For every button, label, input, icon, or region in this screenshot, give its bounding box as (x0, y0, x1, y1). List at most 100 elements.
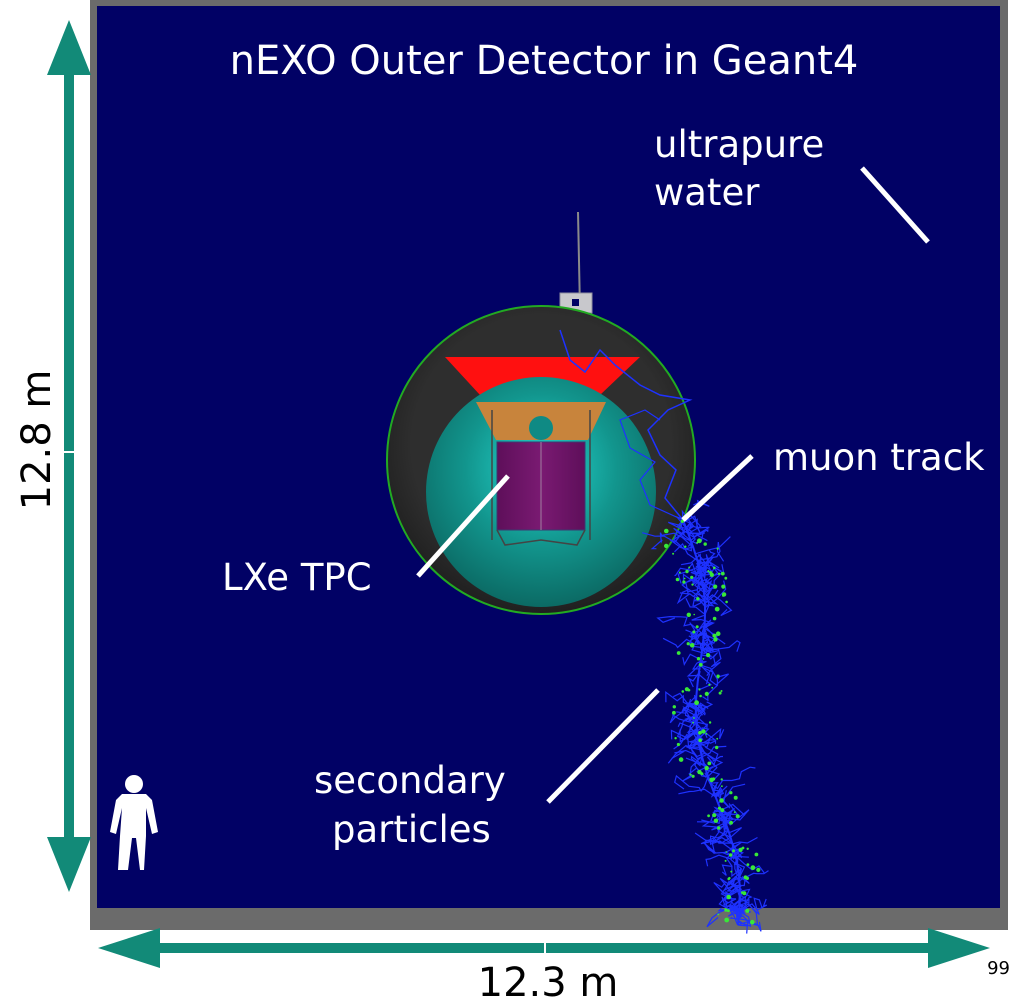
energy-hit (725, 600, 728, 604)
energy-hit (672, 552, 675, 555)
energy-hit (725, 851, 728, 853)
tpc-legs (496, 529, 586, 546)
energy-hit (688, 566, 691, 569)
energy-hit (708, 721, 712, 724)
energy-hit (720, 690, 723, 692)
energy-hit (754, 852, 759, 857)
secondary-label-line1: secondary (314, 759, 506, 802)
height-dimension-label: 12.8 m (14, 370, 60, 511)
energy-hit (733, 795, 738, 800)
energy-hit (699, 694, 702, 698)
secondary-track (735, 911, 749, 927)
secondary-track (689, 620, 706, 637)
secondary-track (674, 774, 709, 792)
energy-hit (701, 729, 706, 734)
energy-hit (726, 909, 730, 913)
energy-hit (746, 863, 750, 866)
secondary-track (712, 789, 733, 804)
secondary-track (734, 862, 750, 884)
secondary-track (720, 803, 746, 816)
energy-hit (712, 777, 716, 781)
secondary-track (656, 615, 705, 636)
energy-hit (741, 891, 744, 894)
energy-hit (714, 606, 720, 612)
energy-hit (706, 653, 711, 658)
energy-hit (680, 519, 684, 523)
energy-hit (733, 811, 736, 814)
secondary-track (688, 765, 721, 784)
energy-hit (745, 908, 750, 913)
energy-hit (676, 742, 681, 747)
energy-hit (709, 571, 713, 575)
secondary-track (729, 847, 745, 858)
energy-hit (726, 894, 731, 900)
secondary-track (702, 640, 741, 653)
energy-hit (738, 847, 743, 853)
energy-hit (729, 853, 733, 857)
secondary-track (698, 739, 717, 744)
energy-hit (720, 778, 723, 781)
secondary-track (739, 890, 753, 906)
secondary-track (699, 627, 718, 645)
energy-hit (729, 791, 733, 795)
secondary-track (678, 788, 716, 798)
energy-hit (676, 651, 681, 655)
secondary-track (702, 641, 722, 677)
energy-hit (702, 658, 705, 660)
energy-hit (717, 806, 722, 810)
water-pointer-line (860, 166, 930, 244)
energy-hit (684, 545, 687, 548)
energy-hit (713, 584, 718, 589)
energy-hit (692, 721, 694, 724)
energy-hit (729, 820, 733, 825)
energy-hit (674, 737, 677, 740)
secondary-track (704, 829, 729, 842)
secondary-track (685, 597, 706, 615)
energy-hit (715, 631, 721, 636)
energy-hit (696, 597, 700, 601)
energy-hit (703, 542, 707, 546)
energy-hit (682, 580, 686, 584)
energy-hit (716, 737, 719, 740)
energy-hit (721, 785, 723, 788)
width-arrow (98, 928, 990, 968)
energy-hit (707, 761, 712, 766)
energy-hit (724, 576, 728, 580)
tpc-label: LXe TPC (222, 556, 372, 599)
energy-hit (693, 613, 695, 616)
red-component (445, 357, 640, 395)
secondary-track (699, 749, 724, 762)
energy-hit (720, 571, 725, 576)
secondary-track (677, 559, 707, 584)
secondary-track (732, 836, 758, 845)
secondary-track (688, 529, 709, 535)
energy-hit (690, 575, 694, 580)
energy-hit (717, 913, 720, 916)
energy-hit (686, 642, 690, 646)
energy-hit (720, 808, 725, 813)
energy-hit (681, 690, 685, 693)
secondary-track (676, 703, 698, 721)
energy-hit (715, 745, 719, 750)
energy-hit (705, 733, 708, 735)
energy-hit (724, 859, 727, 862)
energy-hit (712, 616, 717, 621)
secondary-label-line2: particles (332, 808, 491, 851)
energy-hit (692, 630, 696, 634)
energy-hit (698, 662, 703, 667)
secondary-track (694, 832, 733, 845)
energy-hit (746, 847, 749, 850)
energy-hit (695, 625, 699, 629)
secondary-track (723, 888, 741, 906)
energy-hit (750, 919, 755, 925)
secondary-track (674, 543, 698, 561)
secondary-track (701, 640, 720, 654)
secondary-track (730, 897, 749, 912)
secondary-track (694, 571, 710, 591)
secondary-track (702, 586, 733, 617)
energy-hit (664, 543, 669, 549)
secondary-track (686, 729, 702, 747)
energy-hit (691, 583, 694, 586)
energy-hit (708, 683, 711, 686)
secondary-track (738, 903, 752, 913)
